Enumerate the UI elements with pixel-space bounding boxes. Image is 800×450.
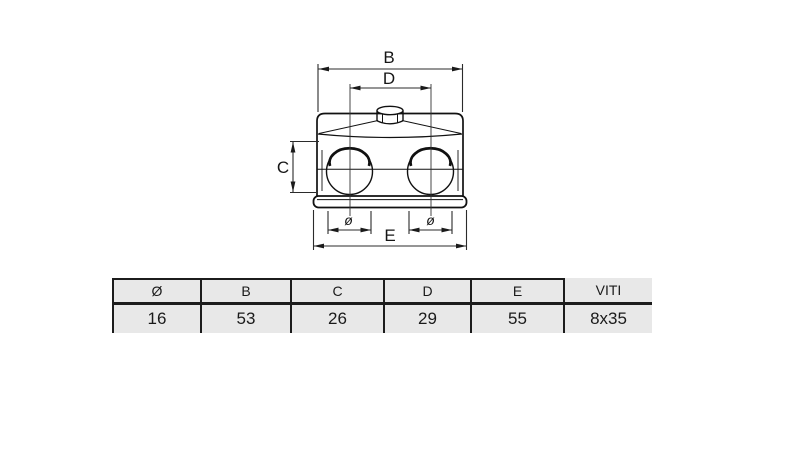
clamp-base: [312, 195, 468, 209]
dimension-c: [290, 140, 319, 194]
clamp-body: [312, 112, 468, 209]
value-b: 53: [200, 305, 290, 333]
dim-label-c: C: [277, 158, 289, 177]
dimension-dia-right: [408, 211, 453, 234]
col-header-b: B: [200, 278, 290, 305]
right-bore-hole: [406, 146, 455, 196]
dim-label-e: E: [384, 226, 395, 245]
dimension-d: [350, 85, 431, 91]
col-header-viti: VITI: [563, 278, 652, 305]
value-viti: 8x35: [563, 305, 652, 333]
left-bore-hole: [325, 146, 374, 196]
value-c: 26: [290, 305, 383, 333]
value-diameter: 16: [112, 305, 200, 333]
dim-label-b: B: [383, 48, 394, 67]
col-header-d: D: [383, 278, 470, 305]
dimensions-table: Ø B C D E VITI 16 53 26 29 55 8x35: [112, 278, 652, 333]
dimension-e: [312, 210, 468, 250]
col-header-diameter: Ø: [112, 278, 200, 305]
dimension-b: [317, 64, 464, 112]
dimension-dia-left: [327, 211, 372, 234]
dim-label-dia-left: ø: [344, 212, 353, 228]
hex-bolt-head: [376, 105, 404, 125]
value-d: 29: [383, 305, 470, 333]
col-header-e: E: [470, 278, 563, 305]
value-e: 55: [470, 305, 563, 333]
dim-label-d: D: [383, 69, 395, 88]
dim-label-dia-right: ø: [426, 212, 435, 228]
col-header-c: C: [290, 278, 383, 305]
